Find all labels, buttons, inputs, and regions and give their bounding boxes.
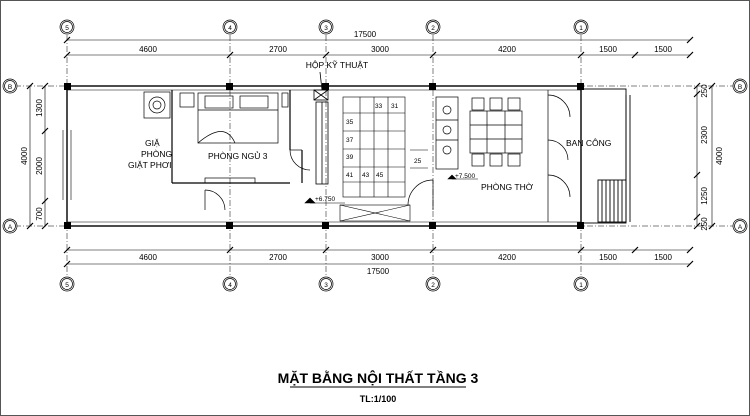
label-laundry-1: GIẶ xyxy=(145,138,160,148)
technical-shaft xyxy=(313,71,329,185)
label-bedroom: PHÒNG NGỦ 3 xyxy=(208,150,268,161)
level-markers xyxy=(304,174,478,204)
axis-label: B xyxy=(8,84,12,91)
step-number: 37 xyxy=(346,137,354,144)
dim-bottom-segment: 1500 xyxy=(654,253,672,262)
dim-top-segment: 4600 xyxy=(139,45,157,54)
dining-table xyxy=(469,97,523,167)
dim-left-segment: 2000 xyxy=(35,157,44,175)
dim-right-total: 4000 xyxy=(715,147,724,165)
step-number: 35 xyxy=(346,119,354,126)
wardrobe xyxy=(204,177,256,184)
altar-cabinet xyxy=(435,96,459,170)
step-number: 43 xyxy=(362,172,370,179)
dim-top-segment: 1500 xyxy=(654,45,672,54)
label-worship-room: PHÒNG THỜ xyxy=(481,182,534,192)
bed xyxy=(179,92,289,144)
step-number: 31 xyxy=(391,103,399,110)
axis-label: 1 xyxy=(579,25,583,32)
axis-label: A xyxy=(8,224,13,231)
axis-label: 4 xyxy=(228,25,232,32)
axis-bubbles xyxy=(2,19,748,292)
axis-label: 5 xyxy=(65,25,69,32)
step-number: 25 xyxy=(414,158,422,165)
dim-right-segment: 250 xyxy=(700,217,709,231)
step-number: 45 xyxy=(376,172,384,179)
axis-label: 2 xyxy=(431,25,435,32)
step-number: 39 xyxy=(346,154,354,161)
stair xyxy=(339,96,428,222)
stair-step-numbers: 33 31 35 37 39 25 41 43 45 xyxy=(346,103,422,179)
dimension-texts: 17500 4600 2700 3000 4200 1500 1500 4600… xyxy=(20,30,724,276)
dim-left-segment: 1300 xyxy=(35,99,44,117)
balcony xyxy=(580,88,631,224)
dimension-lines xyxy=(29,39,713,265)
dim-right-segment: 1250 xyxy=(700,187,709,205)
label-laundry-3: GIẶT PHƠI xyxy=(128,160,172,170)
label-technical-shaft: HỘP KỸ THUẬT xyxy=(306,60,369,70)
dim-bottom-segment: 3000 xyxy=(371,253,389,262)
dim-right-segment: 250 xyxy=(700,84,709,98)
dim-top-segment: 3000 xyxy=(371,45,389,54)
axis-label: 4 xyxy=(228,282,232,289)
step-number: 33 xyxy=(375,103,383,110)
label-laundry-2: PHÒNG xyxy=(141,149,172,159)
dim-bottom-segment: 1500 xyxy=(599,253,617,262)
dim-bottom-segment: 4200 xyxy=(498,253,516,262)
axis-label: 2 xyxy=(431,282,435,289)
dim-left-segment: 700 xyxy=(35,207,44,221)
step-number: 41 xyxy=(346,172,354,179)
axis-label: A xyxy=(738,224,743,231)
laundry-door xyxy=(204,189,226,211)
axis-label: 5 xyxy=(65,282,69,289)
dim-top-segment: 4200 xyxy=(498,45,516,54)
axis-label: B xyxy=(738,84,742,91)
dim-left-total: 4000 xyxy=(20,147,29,165)
dim-top-total: 17500 xyxy=(354,30,377,39)
dim-bottom-total: 17500 xyxy=(367,267,390,276)
bedroom-door xyxy=(289,149,311,171)
level-marker-b: +7.500 xyxy=(455,173,475,180)
laundry-area xyxy=(143,91,171,119)
room-labels: HỘP KỸ THUẬT GIẶ PHÒNG GIẶT PHƠI PHÒNG N… xyxy=(128,60,611,203)
axis-label: 3 xyxy=(324,282,328,289)
left-window xyxy=(62,130,72,200)
label-balcony: BAN CÔNG xyxy=(566,138,611,148)
dim-bottom-segment: 2700 xyxy=(269,253,287,262)
axis-labels: 5 4 3 2 1 5 4 3 2 1 B A B A xyxy=(8,25,743,289)
level-marker-a: +6.750 xyxy=(315,196,335,203)
dim-bottom-segment: 4600 xyxy=(139,253,157,262)
dimension-ticks xyxy=(26,36,716,268)
dim-right-segment: 2300 xyxy=(700,126,709,144)
drawing-scale: TL:1/100 xyxy=(360,394,397,404)
balcony-doors xyxy=(407,90,571,222)
axis-label: 1 xyxy=(579,282,583,289)
axis-label: 3 xyxy=(324,25,328,32)
dim-top-segment: 2700 xyxy=(269,45,287,54)
dim-top-segment: 1500 xyxy=(599,45,617,54)
column-posts xyxy=(64,83,584,229)
drawing-title: MẶT BẰNG NỘI THẤT TẦNG 3 xyxy=(278,369,479,386)
